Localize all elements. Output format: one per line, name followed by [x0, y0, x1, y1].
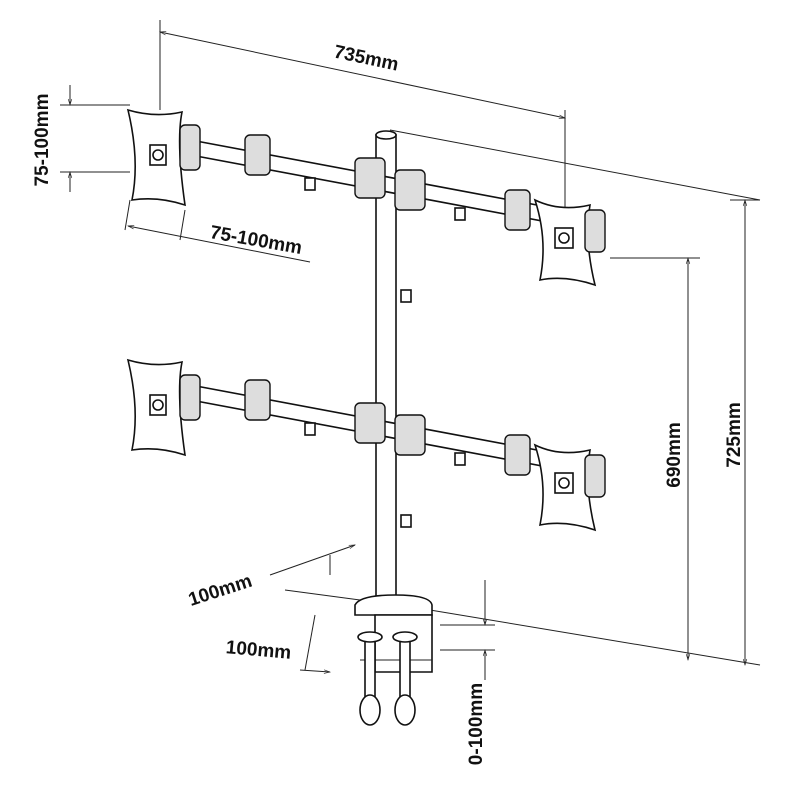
vesa-horizontal-label: 75-100mm [208, 222, 303, 259]
total-height-label: 725mm [724, 402, 745, 468]
upper-arm [179, 134, 591, 231]
arm-spacing-label: 690mm [664, 422, 685, 488]
base-width-label: 100mm [225, 637, 292, 664]
desk-clamp [354, 594, 433, 726]
vesa-plate-lower-left [126, 358, 201, 457]
vesa-plate-lower-right [533, 443, 606, 532]
vesa-plate-upper-right [533, 198, 606, 287]
dimension-lines [60, 20, 761, 680]
base-depth-label: 100mm [186, 571, 255, 611]
clamp-range-label: 0-100mm [466, 683, 487, 765]
vesa-plate-upper-left [126, 108, 201, 207]
pole [375, 130, 412, 606]
vesa-vertical-label: 75-100mm [32, 94, 53, 187]
